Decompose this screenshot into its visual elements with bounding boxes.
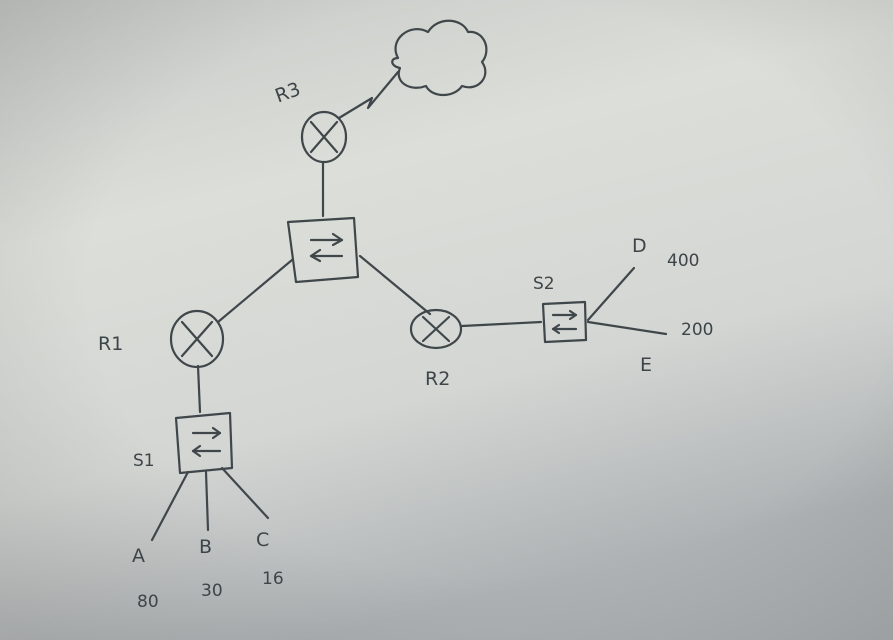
r2-label: R2 [425,368,450,390]
router-r2-icon [409,308,463,350]
link-s2-d [586,266,636,322]
host-d-label: D [632,235,647,257]
s2-label: S2 [533,274,555,294]
host-e-value: 200 [681,320,713,340]
link-s1-b [204,470,210,532]
host-b-value: 30 [201,581,223,601]
host-c-value: 16 [262,569,284,589]
link-r2-s2 [460,320,543,328]
wan-link [337,70,400,120]
host-a-value: 80 [137,592,159,612]
r1-label: R1 [98,333,123,355]
link-s1-c [220,466,270,520]
link-hub-r2 [358,254,432,316]
switch-s2-icon [541,300,588,344]
host-c-label: C [256,529,269,551]
hub-switch-icon [286,216,360,284]
link-hub-r1 [216,258,294,324]
host-a-label: A [132,545,145,567]
host-b-label: B [199,536,212,558]
host-d-value: 400 [667,251,699,271]
link-s2-e [586,320,668,336]
link-s1-a [150,470,190,542]
s1-label: S1 [133,451,155,471]
host-e-label: E [640,354,652,376]
router-r1-icon [169,309,225,369]
link-r1-s1 [196,364,202,414]
switch-s1-icon [174,411,234,475]
router-r3-icon [300,110,348,164]
